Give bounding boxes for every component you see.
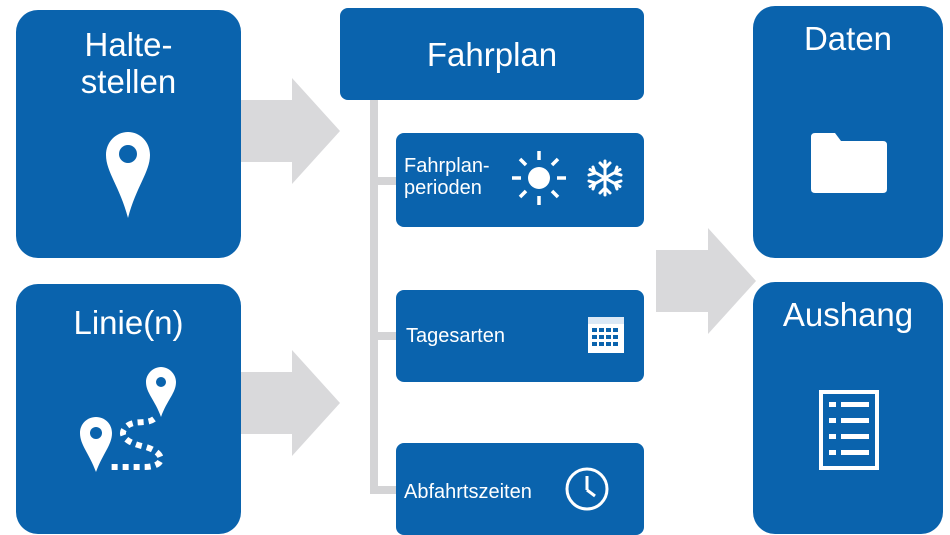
fahrplanperioden-item: Fahrplan- perioden [396, 133, 644, 227]
map-pin-icon [106, 132, 150, 218]
connector-to-tagesarten [370, 332, 398, 340]
folder-icon [811, 133, 887, 193]
fahrplanperioden-label: Fahrplan- perioden [404, 155, 490, 199]
fahrplan-title: Fahrplan [426, 36, 558, 73]
daten-box: Daten [753, 6, 943, 258]
list-document-icon [819, 390, 879, 470]
sun-icon [510, 149, 568, 207]
tagesarten-label: Tagesarten [406, 325, 505, 347]
route-icon [66, 367, 186, 477]
calendar-icon [586, 315, 626, 355]
linien-box: Linie(n) [16, 284, 241, 534]
connector-vertical [370, 98, 378, 494]
daten-title: Daten [803, 20, 893, 57]
tagesarten-item: Tagesarten [396, 290, 644, 382]
haltestellen-title-line2: stellen [80, 63, 177, 100]
arrow-fahrplan-to-outputs [656, 228, 756, 334]
clock-icon [564, 466, 610, 512]
connector-to-abfahrtszeiten [370, 486, 398, 494]
fahrplan-header: Fahrplan [340, 8, 644, 100]
fahrplanperioden-label-line1: Fahrplan- [404, 155, 490, 177]
arrow-haltestellen-to-fahrplan [240, 78, 340, 184]
connector-to-fahrplanperioden [370, 177, 398, 185]
arrow-linien-to-fahrplan [240, 350, 340, 456]
haltestellen-title-line1: Halte- [84, 26, 173, 63]
snowflake-icon [586, 159, 624, 197]
aushang-title: Aushang [782, 296, 914, 333]
haltestellen-box: Halte- stellen [16, 10, 241, 258]
abfahrtszeiten-item: Abfahrtszeiten [396, 443, 644, 535]
linien-title: Linie(n) [73, 304, 184, 341]
abfahrtszeiten-label: Abfahrtszeiten [404, 481, 532, 503]
fahrplanperioden-label-line2: perioden [404, 177, 482, 199]
aushang-box: Aushang [753, 282, 943, 534]
haltestellen-title: Halte- stellen [16, 26, 241, 100]
